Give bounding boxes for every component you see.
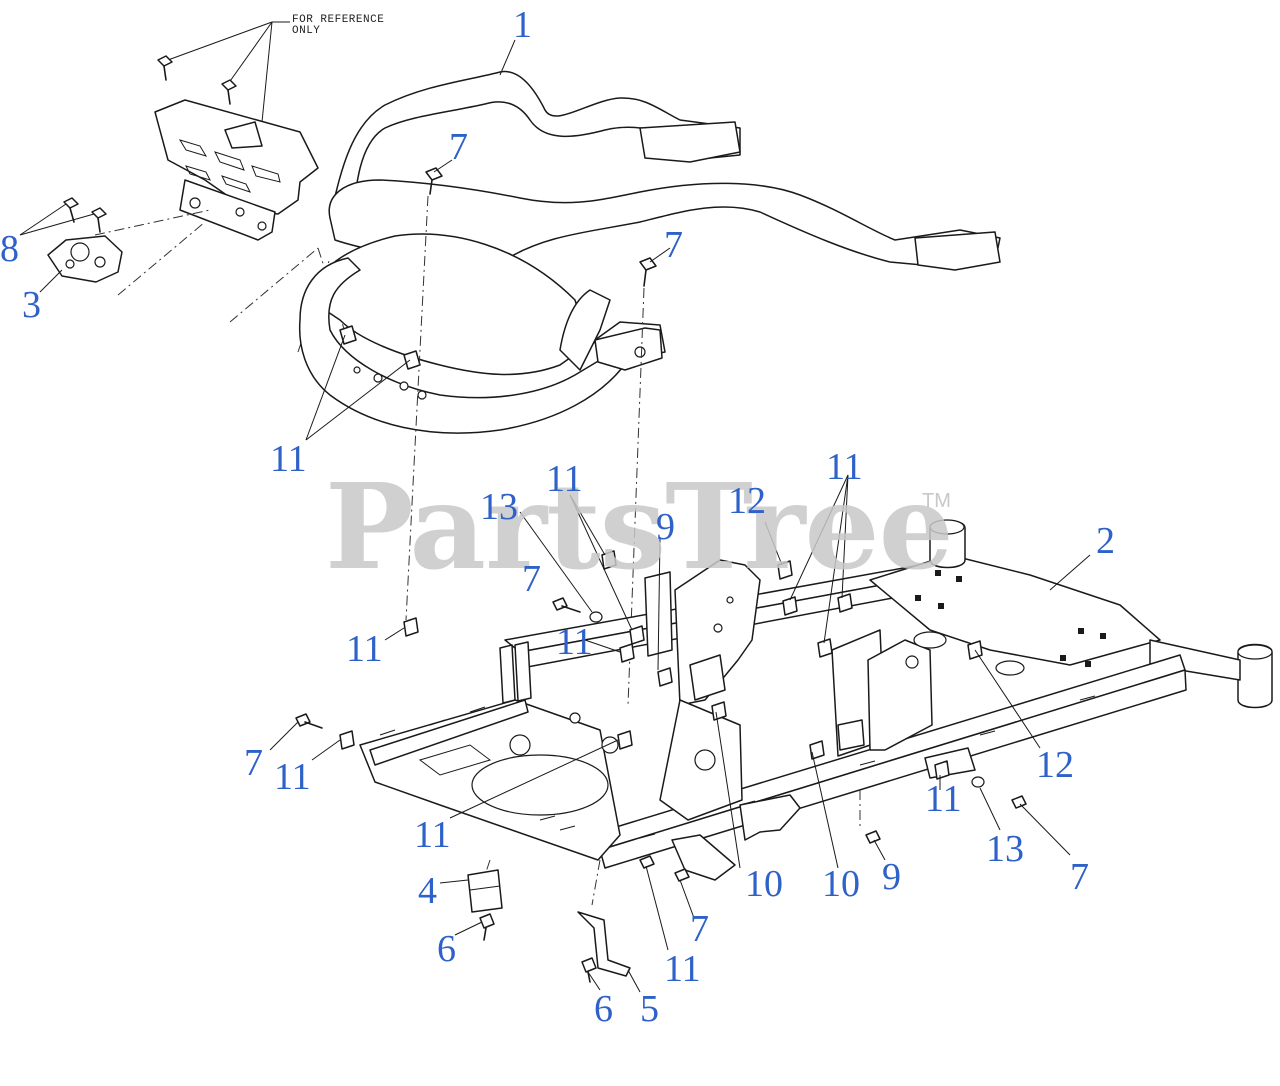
callout-11i: 11 xyxy=(664,948,701,990)
callout-10b: 10 xyxy=(822,863,860,905)
reference-note-line-2: ONLY xyxy=(292,25,321,37)
callout-7d: 7 xyxy=(244,742,263,784)
callout-leaders xyxy=(19,39,1091,993)
callout-8: 8 xyxy=(0,228,19,270)
callout-11a: 11 xyxy=(270,438,307,480)
rops-upper-bar xyxy=(298,70,1001,706)
callout-11h: 11 xyxy=(925,778,962,820)
callout-9b: 9 xyxy=(882,856,901,898)
callout-3: 3 xyxy=(22,284,41,326)
callout-2: 2 xyxy=(1096,520,1115,562)
trademark-symbol: TM xyxy=(922,490,951,512)
callout-13a: 13 xyxy=(480,486,518,528)
callout-4: 4 xyxy=(418,870,437,912)
callout-11e: 11 xyxy=(556,621,593,663)
callout-7c: 7 xyxy=(522,558,541,600)
callout-1: 1 xyxy=(513,4,532,46)
lower-brackets xyxy=(467,869,631,983)
main-frame xyxy=(359,519,1273,906)
reference-note-line-1: FOR REFERENCE xyxy=(292,14,385,26)
callout-7f: 7 xyxy=(690,908,709,950)
callout-11c: 11 xyxy=(826,446,863,488)
callout-13b: 13 xyxy=(986,828,1024,870)
callout-11f: 11 xyxy=(274,756,311,798)
callout-6a: 6 xyxy=(437,928,456,970)
callout-10a: 10 xyxy=(745,863,783,905)
callout-12b: 12 xyxy=(1036,744,1074,786)
partstree-watermark: PartsTree xyxy=(325,457,954,596)
top-left-bracket xyxy=(47,55,411,356)
callout-7e: 7 xyxy=(1070,856,1089,898)
callout-5: 5 xyxy=(640,988,659,1030)
frame-hardware xyxy=(295,550,1027,882)
callout-11d: 11 xyxy=(346,628,383,670)
reference-leaders xyxy=(167,21,290,123)
callout-7a: 7 xyxy=(449,126,468,168)
callout-12a: 12 xyxy=(728,480,766,522)
callout-11b: 11 xyxy=(546,458,583,500)
reference-note: FOR REFERENCE ONLY xyxy=(292,15,384,37)
callout-11g: 11 xyxy=(414,814,451,856)
callout-7b: 7 xyxy=(664,224,683,266)
callout-9a: 9 xyxy=(656,506,675,548)
callout-6b: 6 xyxy=(594,988,613,1030)
